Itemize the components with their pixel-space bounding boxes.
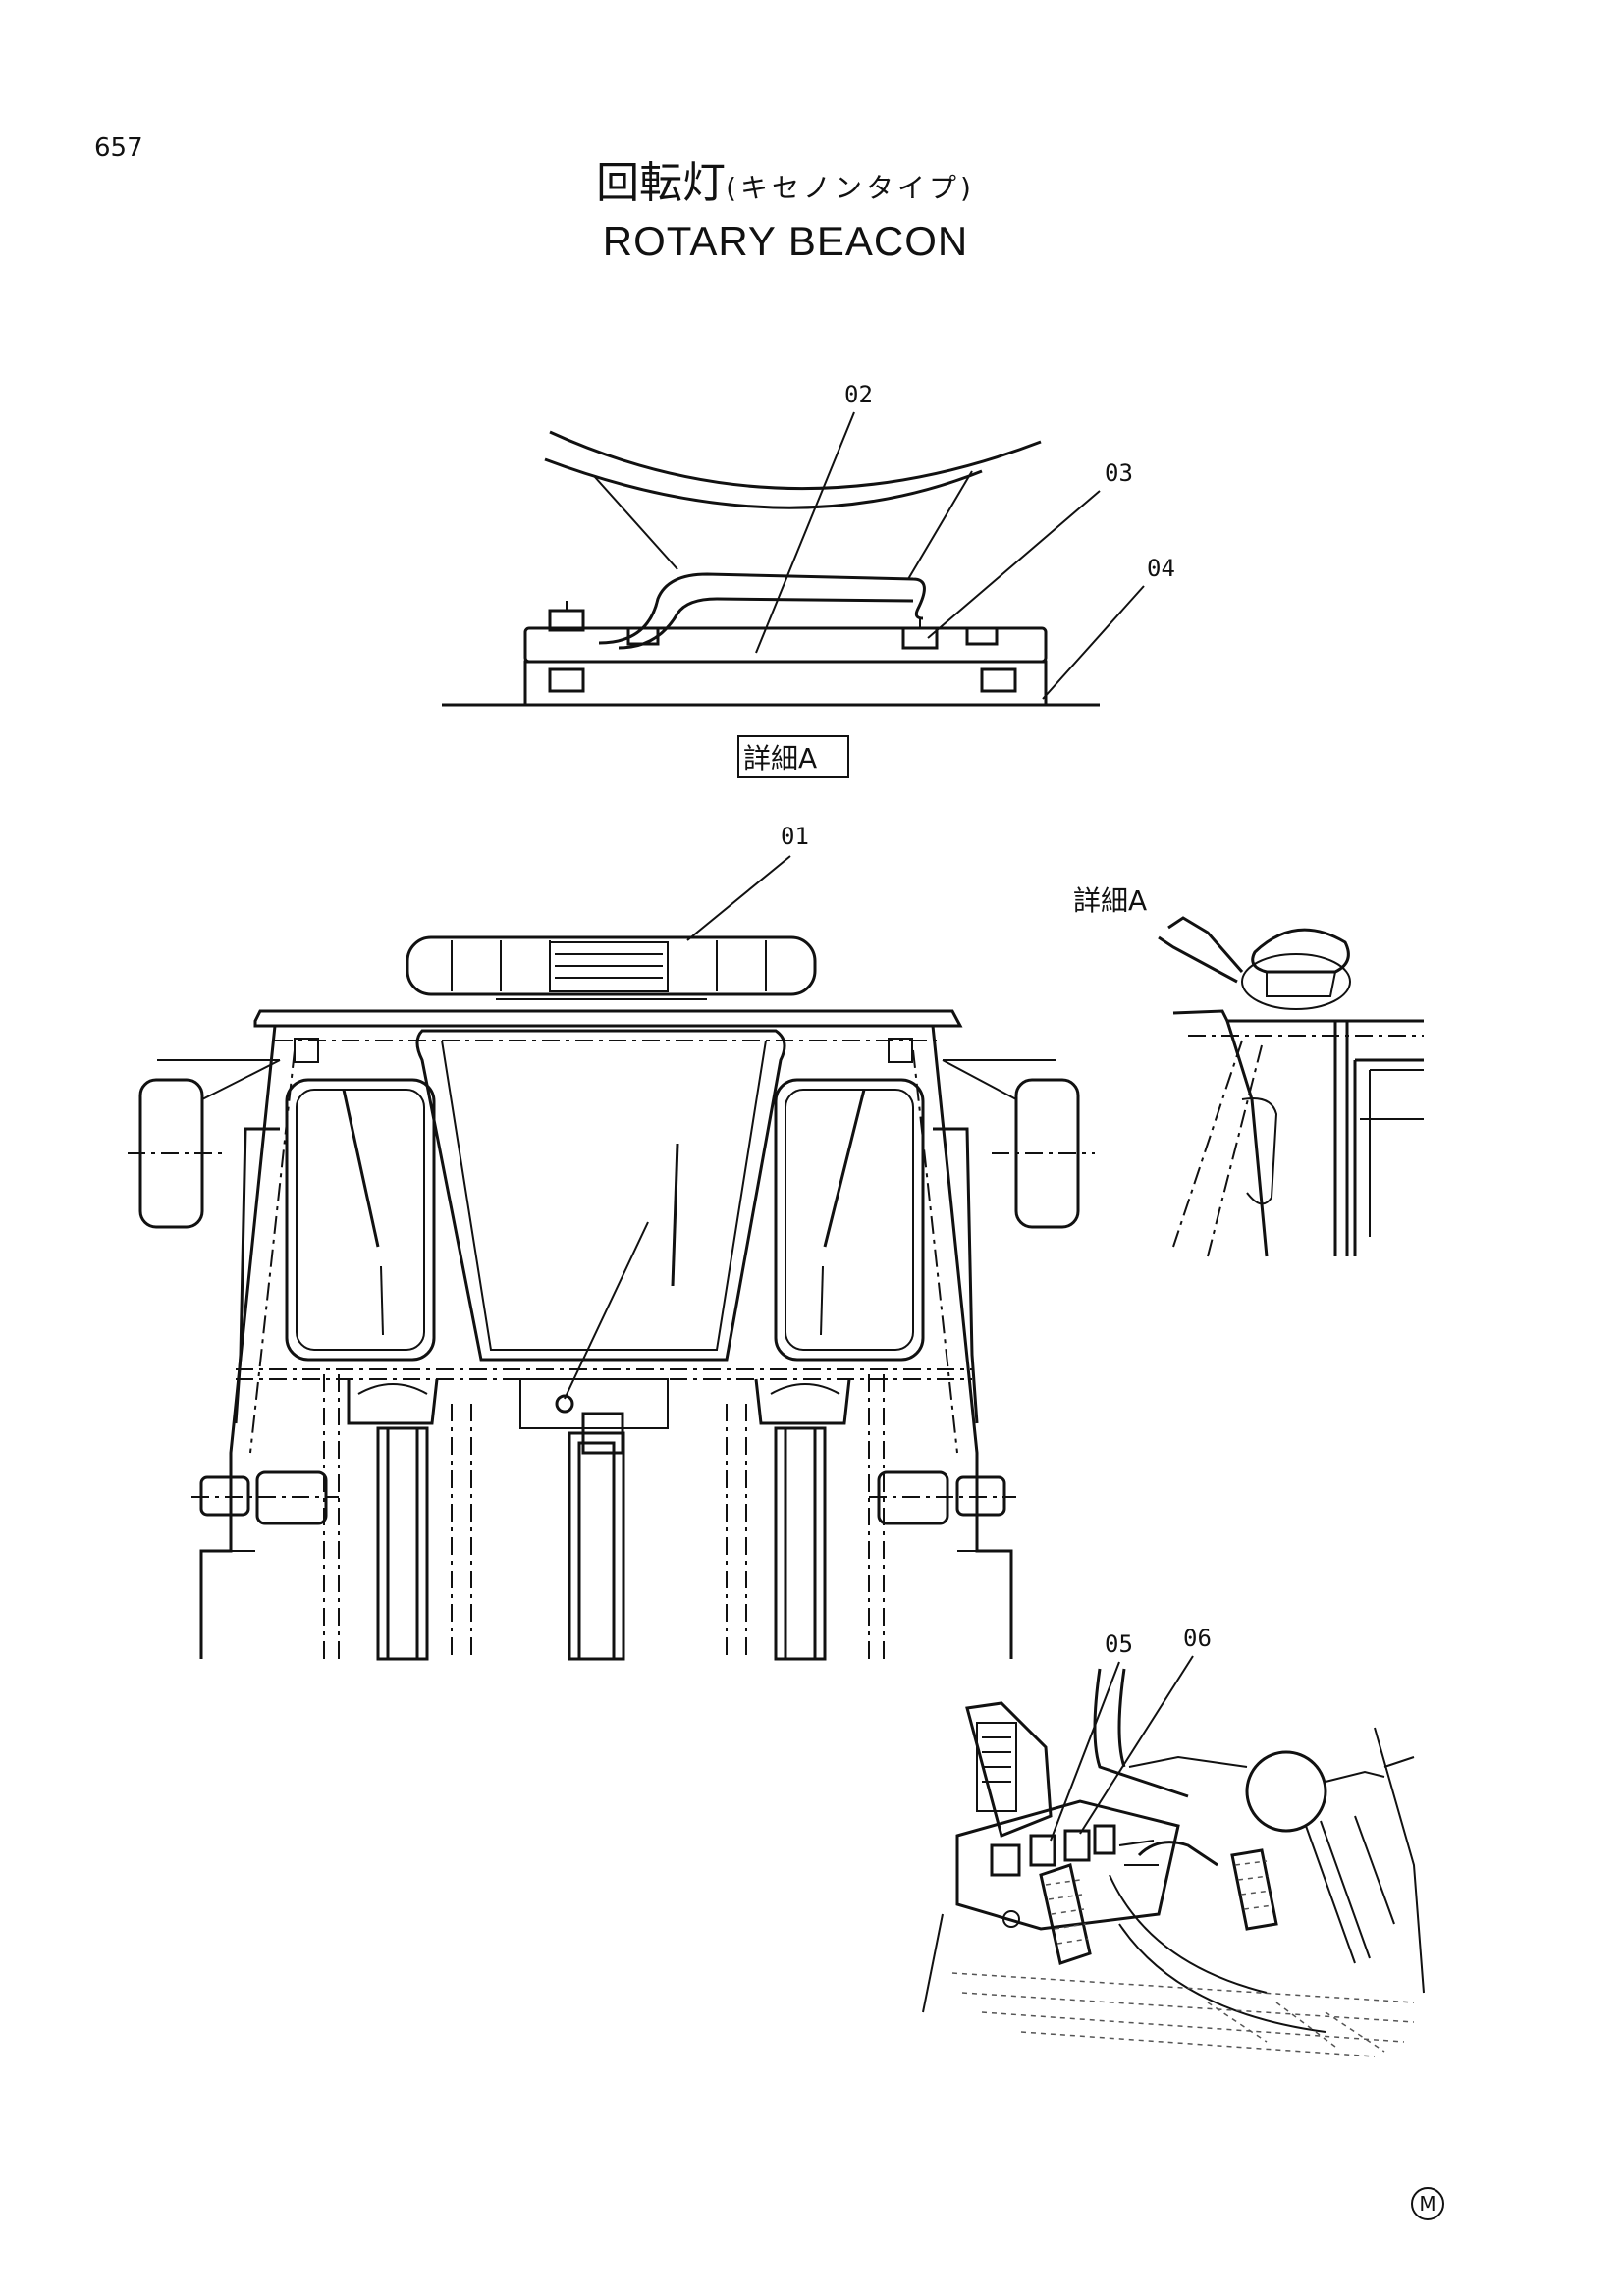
bolt-right-top bbox=[901, 618, 939, 650]
mirror-left bbox=[128, 1059, 281, 1229]
svg-text:04: 04 bbox=[1147, 555, 1175, 582]
manufacturer-mark: M bbox=[1411, 2187, 1444, 2220]
svg-text:詳細A: 詳細A bbox=[1073, 884, 1147, 917]
svg-text:02: 02 bbox=[844, 381, 873, 408]
callout-02: 02 bbox=[755, 381, 873, 654]
title-english: ROTARY BEACON bbox=[602, 218, 969, 264]
bracket-left bbox=[191, 1470, 339, 1525]
nut-left-bottom bbox=[548, 667, 585, 693]
cab-front-view bbox=[128, 935, 1095, 1661]
callout-03: 03 bbox=[927, 459, 1133, 639]
title-ja-sub: (キセノンタイプ) bbox=[726, 172, 975, 204]
nut-right-bottom bbox=[980, 667, 1017, 693]
detail-a-pointer-label: 詳細A bbox=[1073, 884, 1147, 917]
bolt-right-far bbox=[965, 626, 999, 646]
bolt-left-top bbox=[548, 601, 585, 632]
bracket-right bbox=[869, 1470, 1016, 1525]
operator-console-view bbox=[922, 1668, 1425, 2057]
svg-text:06: 06 bbox=[1183, 1625, 1212, 1652]
svg-text:01: 01 bbox=[781, 823, 809, 850]
beacon-light-bar bbox=[406, 935, 817, 1000]
bolt-left-mid bbox=[626, 626, 660, 646]
svg-text:05: 05 bbox=[1105, 1630, 1133, 1658]
title-japanese: 回転灯(キセノンタイプ) bbox=[0, 157, 1571, 215]
svg-text:03: 03 bbox=[1105, 459, 1133, 487]
mirror-right bbox=[942, 1059, 1095, 1229]
detail-a-boxed-label: 詳細A bbox=[737, 735, 849, 778]
callout-06: 06 bbox=[1079, 1625, 1212, 1835]
callout-05: 05 bbox=[1050, 1630, 1133, 1842]
title-ja-main: 回転灯 bbox=[596, 158, 727, 208]
page-title: 回転灯(キセノンタイプ) ROTARY BEACON bbox=[0, 157, 1571, 268]
callout-01: 01 bbox=[686, 823, 809, 941]
page-number: 657 bbox=[94, 133, 143, 163]
svg-text:詳細A: 詳細A bbox=[743, 742, 817, 774]
cab-side-view bbox=[1158, 916, 1424, 1257]
callout-04: 04 bbox=[1042, 555, 1175, 700]
detail-a-mounting-view bbox=[442, 430, 1100, 707]
